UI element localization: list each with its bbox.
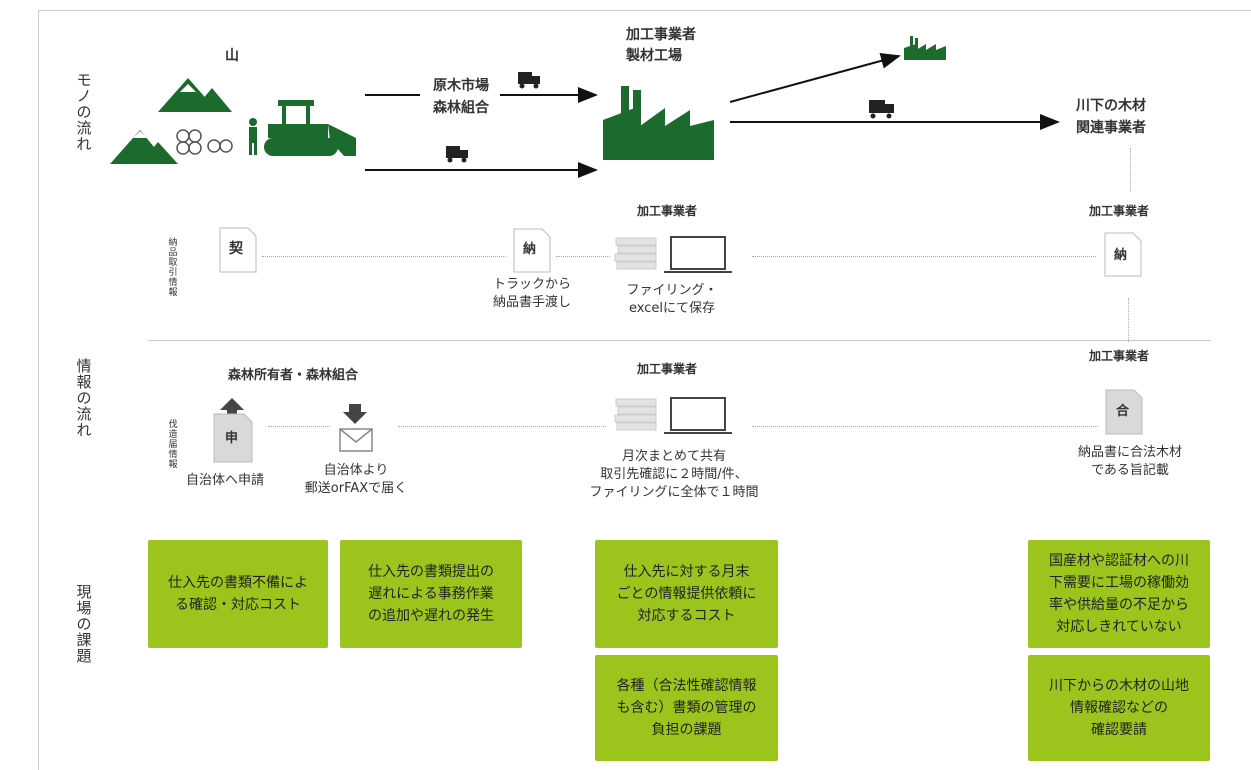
filing-note-line1: ファイリング・ [626, 283, 718, 298]
legal-doc-char: 合 [1116, 404, 1130, 419]
contract-doc-char: 契 [229, 241, 243, 257]
mountain-label: 山 [225, 48, 239, 64]
sub-label-delivery-info: 納品取引情報 [168, 238, 178, 298]
section-divider [148, 340, 1211, 341]
issue-box: 国産材や認証材への川 下需要に工場の稼働効 率や供給量の不足から 対応しきれてい… [1028, 540, 1210, 648]
document-icon [213, 413, 253, 463]
monthly-note-line1: 月次まとめて共有 [621, 449, 726, 464]
issue-box: 川下からの木材の山地 情報確認などの 確認要請 [1028, 655, 1210, 761]
document-icon [219, 227, 257, 273]
monthly-note-line2: 取引先確認に２時間/件、 [600, 467, 748, 482]
forest-owner-title: 森林所有者・森林組合 [228, 368, 359, 383]
processor-label-line2: 製材工場 [626, 48, 682, 64]
felling-downstream-title: 加工事業者 [1089, 349, 1150, 363]
delivery-processor-title: 加工事業者 [637, 204, 698, 218]
truck-note-line1: トラックから [492, 277, 571, 292]
dotted-connector [1130, 148, 1131, 192]
processor-label-line1: 加工事業者 [626, 27, 696, 43]
dotted-connector [752, 426, 1098, 427]
dotted-connector [1128, 298, 1129, 342]
issue-box: 仕入先に対する月末 ごとの情報提供依頼に 対応するコスト [595, 540, 778, 648]
dotted-connector [398, 426, 606, 427]
issue-box: 仕入先の書類不備によ る確認・対応コスト [148, 540, 328, 648]
truck-icon [446, 146, 468, 163]
legal-note-line2: である旨記載 [1091, 463, 1169, 478]
truck-icon [518, 72, 540, 89]
envelope-icon [339, 428, 373, 452]
document-icon [1104, 232, 1142, 277]
documents-stack-icon [614, 237, 657, 270]
filing-note-line2: excelにて保存 [629, 301, 715, 316]
upload-icon [220, 398, 244, 418]
receive-note-line2: 郵送orFAXで届く [304, 481, 408, 496]
mountain-icon [110, 78, 232, 164]
dotted-connector [556, 256, 610, 257]
factory-icon [603, 86, 714, 160]
downstream-label-line2: 関連事業者 [1076, 120, 1146, 136]
dotted-connector [262, 256, 506, 257]
dotted-connector [268, 426, 330, 427]
truck-note-line2: 納品書手渡し [492, 295, 571, 310]
truck-icon [869, 100, 894, 119]
laptop-icon [664, 397, 732, 434]
small-factory-icon [904, 36, 946, 60]
monthly-note-line3: ファイリングに全体で１時間 [589, 485, 759, 500]
worker-icon [249, 118, 257, 155]
apply-label: 自治体へ申請 [186, 473, 265, 488]
dotted-connector [752, 256, 1096, 257]
diagram-frame [38, 10, 1251, 770]
row-label-issues: 現場の課題 [76, 583, 92, 665]
document-icon [513, 228, 551, 273]
issue-box: 各種（合法性確認情報 も含む）書類の管理の 負担の課題 [595, 655, 778, 761]
row-label-info-flow: 情報の流れ [76, 357, 92, 439]
documents-stack-icon [614, 398, 657, 431]
felling-processor-title: 加工事業者 [637, 362, 698, 376]
legal-note-line1: 納品書に合法木材 [1077, 445, 1182, 460]
laptop-icon [664, 236, 732, 273]
downstream-label-line1: 川下の木材 [1076, 98, 1146, 114]
row-label-goods-flow: モノの流れ [76, 71, 92, 153]
market-label-line2: 森林組合 [433, 100, 489, 116]
apply-doc-char: 申 [225, 431, 239, 446]
download-icon [343, 404, 367, 424]
market-label-line1: 原木市場 [433, 78, 489, 94]
delivery-downstream-title: 加工事業者 [1089, 204, 1150, 218]
sub-label-felling-info: 伐造届情報 [168, 420, 178, 470]
delivery-doc-char: 納 [523, 242, 537, 257]
downstream-doc-char: 納 [1114, 248, 1128, 263]
document-icon [1105, 389, 1143, 435]
logs-icon [176, 129, 233, 155]
issue-box: 仕入先の書類提出の 遅れによる事務作業 の追加や遅れの発生 [340, 540, 522, 648]
bulldozer-icon [264, 100, 356, 156]
receive-note-line1: 自治体より [323, 463, 389, 478]
